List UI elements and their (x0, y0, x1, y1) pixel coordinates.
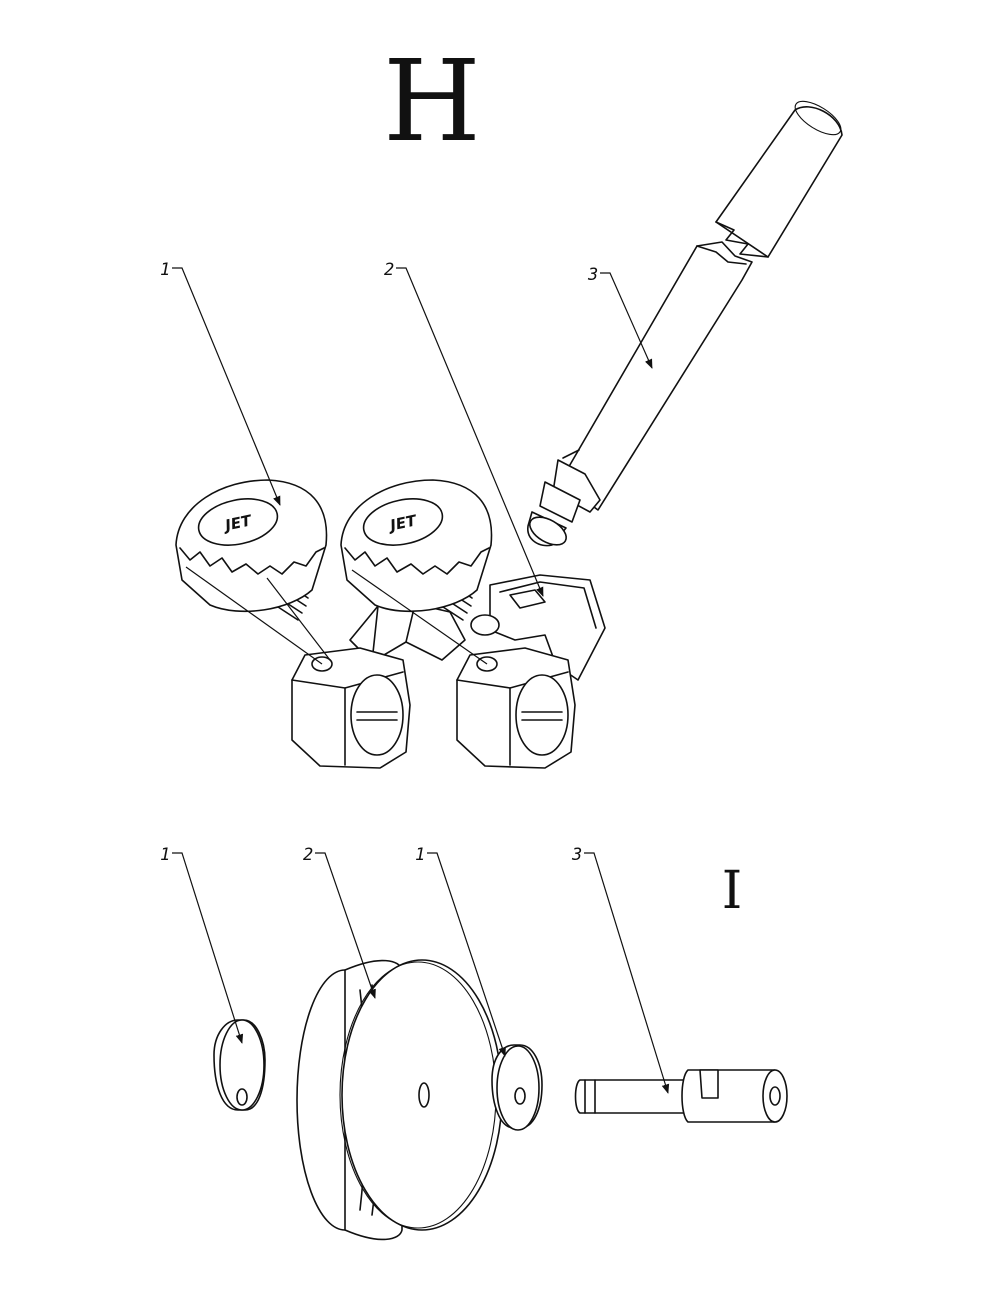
leader-knob-right-to-hole (351, 569, 488, 665)
svg-text:2: 2 (384, 260, 394, 280)
section-label-h: H (383, 37, 481, 167)
svg-text:1: 1 (160, 260, 170, 280)
callout-bottom-1a: 1 (160, 845, 244, 1044)
svg-text:1: 1 (160, 845, 170, 865)
leader-knob-left-to-hole (185, 566, 323, 665)
washer-right-part-1 (491, 1044, 543, 1131)
svg-text:3: 3 (587, 265, 598, 285)
shaft-part-3 (527, 100, 843, 547)
svg-text:3: 3 (571, 845, 582, 865)
axle-pin-part-3 (574, 1069, 788, 1123)
callout-bottom-3: 3 (571, 845, 670, 1094)
svg-text:1: 1 (415, 845, 425, 865)
pulley-part-2 (296, 959, 503, 1241)
callout-top-3: 3 (587, 265, 653, 369)
callout-bottom-1b: 1 (415, 845, 506, 1057)
washer-left-part-1 (213, 1019, 266, 1111)
svg-text:2: 2 (303, 845, 313, 865)
leader-thread-left (266, 577, 331, 661)
callout-top-2: 2 (384, 260, 544, 597)
callout-top-1: 1 (160, 260, 281, 506)
knob-right-part-1: JET (340, 479, 493, 621)
section-label-i: I (722, 861, 743, 921)
knob-left-part-1: JET (175, 479, 328, 621)
callout-bottom-2: 2 (303, 845, 376, 999)
bracket-part-2 (291, 574, 606, 769)
